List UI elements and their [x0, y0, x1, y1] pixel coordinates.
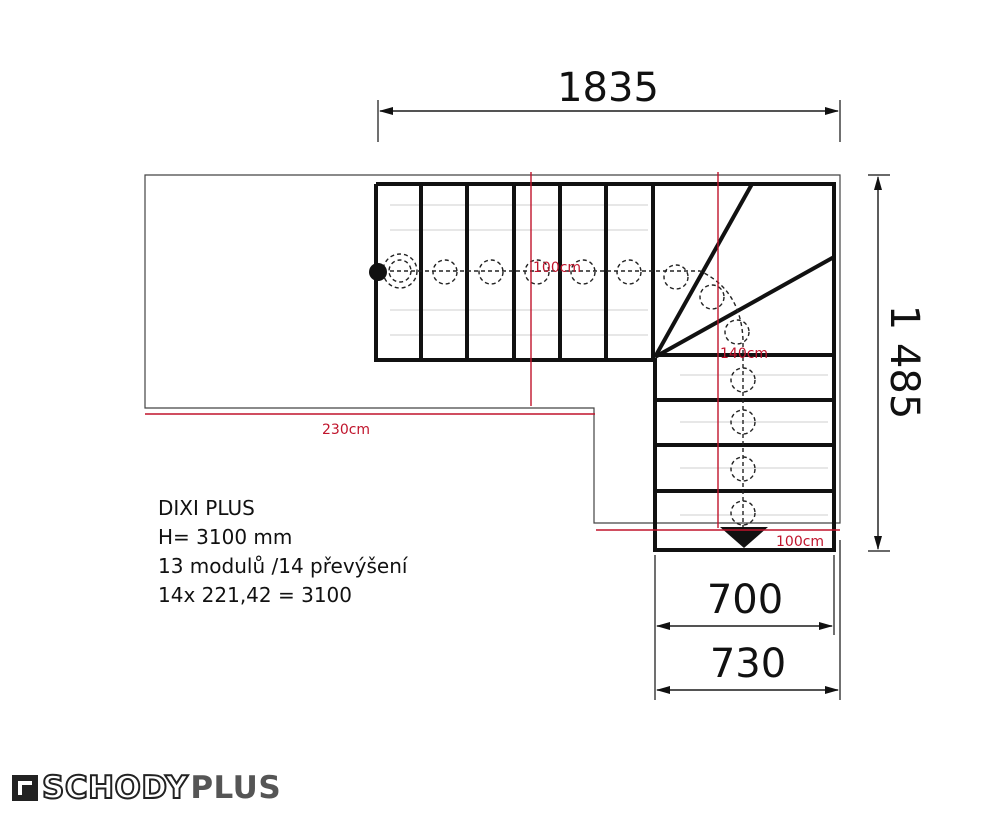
opening-length-label: 230cm: [322, 422, 370, 438]
bottom-outer-width-label: 730: [710, 641, 786, 687]
corner-width-label: 140cm: [720, 346, 768, 362]
tread-shading: [390, 204, 828, 516]
top-dimension: [377, 100, 841, 142]
walking-line: [382, 253, 756, 528]
logo-text-schody: SCHODY: [41, 769, 189, 807]
floor-opening-outline: [144, 174, 841, 524]
upper-flight-width-label: 100cm: [533, 260, 581, 276]
top-width-label: 1835: [557, 65, 659, 111]
spec-model: DIXI PLUS: [158, 496, 255, 520]
bottom-dimensions: [654, 540, 841, 700]
logo-mark-icon: [12, 775, 38, 801]
walking-line-arrow-icon: [720, 527, 768, 548]
stair-outline: [374, 182, 836, 552]
spec-height: H= 3100 mm: [158, 525, 293, 549]
spec-modules: 13 modulů /14 převýšení: [158, 554, 408, 578]
right-dimension: [868, 174, 890, 552]
spec-block: DIXI PLUS H= 3100 mm 13 modulů /14 převý…: [158, 494, 407, 610]
spec-formula: 14x 221,42 = 3100: [158, 583, 352, 607]
right-height-label: 1 485: [881, 305, 927, 420]
bottom-inner-width-label: 700: [707, 577, 783, 623]
brand-logo: SCHODY PLUS: [12, 769, 282, 807]
red-measure-lines: [145, 172, 840, 531]
lower-flight-width-label: 100cm: [776, 534, 824, 550]
logo-text-plus: PLUS: [190, 770, 282, 806]
walking-line-start-dot: [369, 263, 387, 281]
